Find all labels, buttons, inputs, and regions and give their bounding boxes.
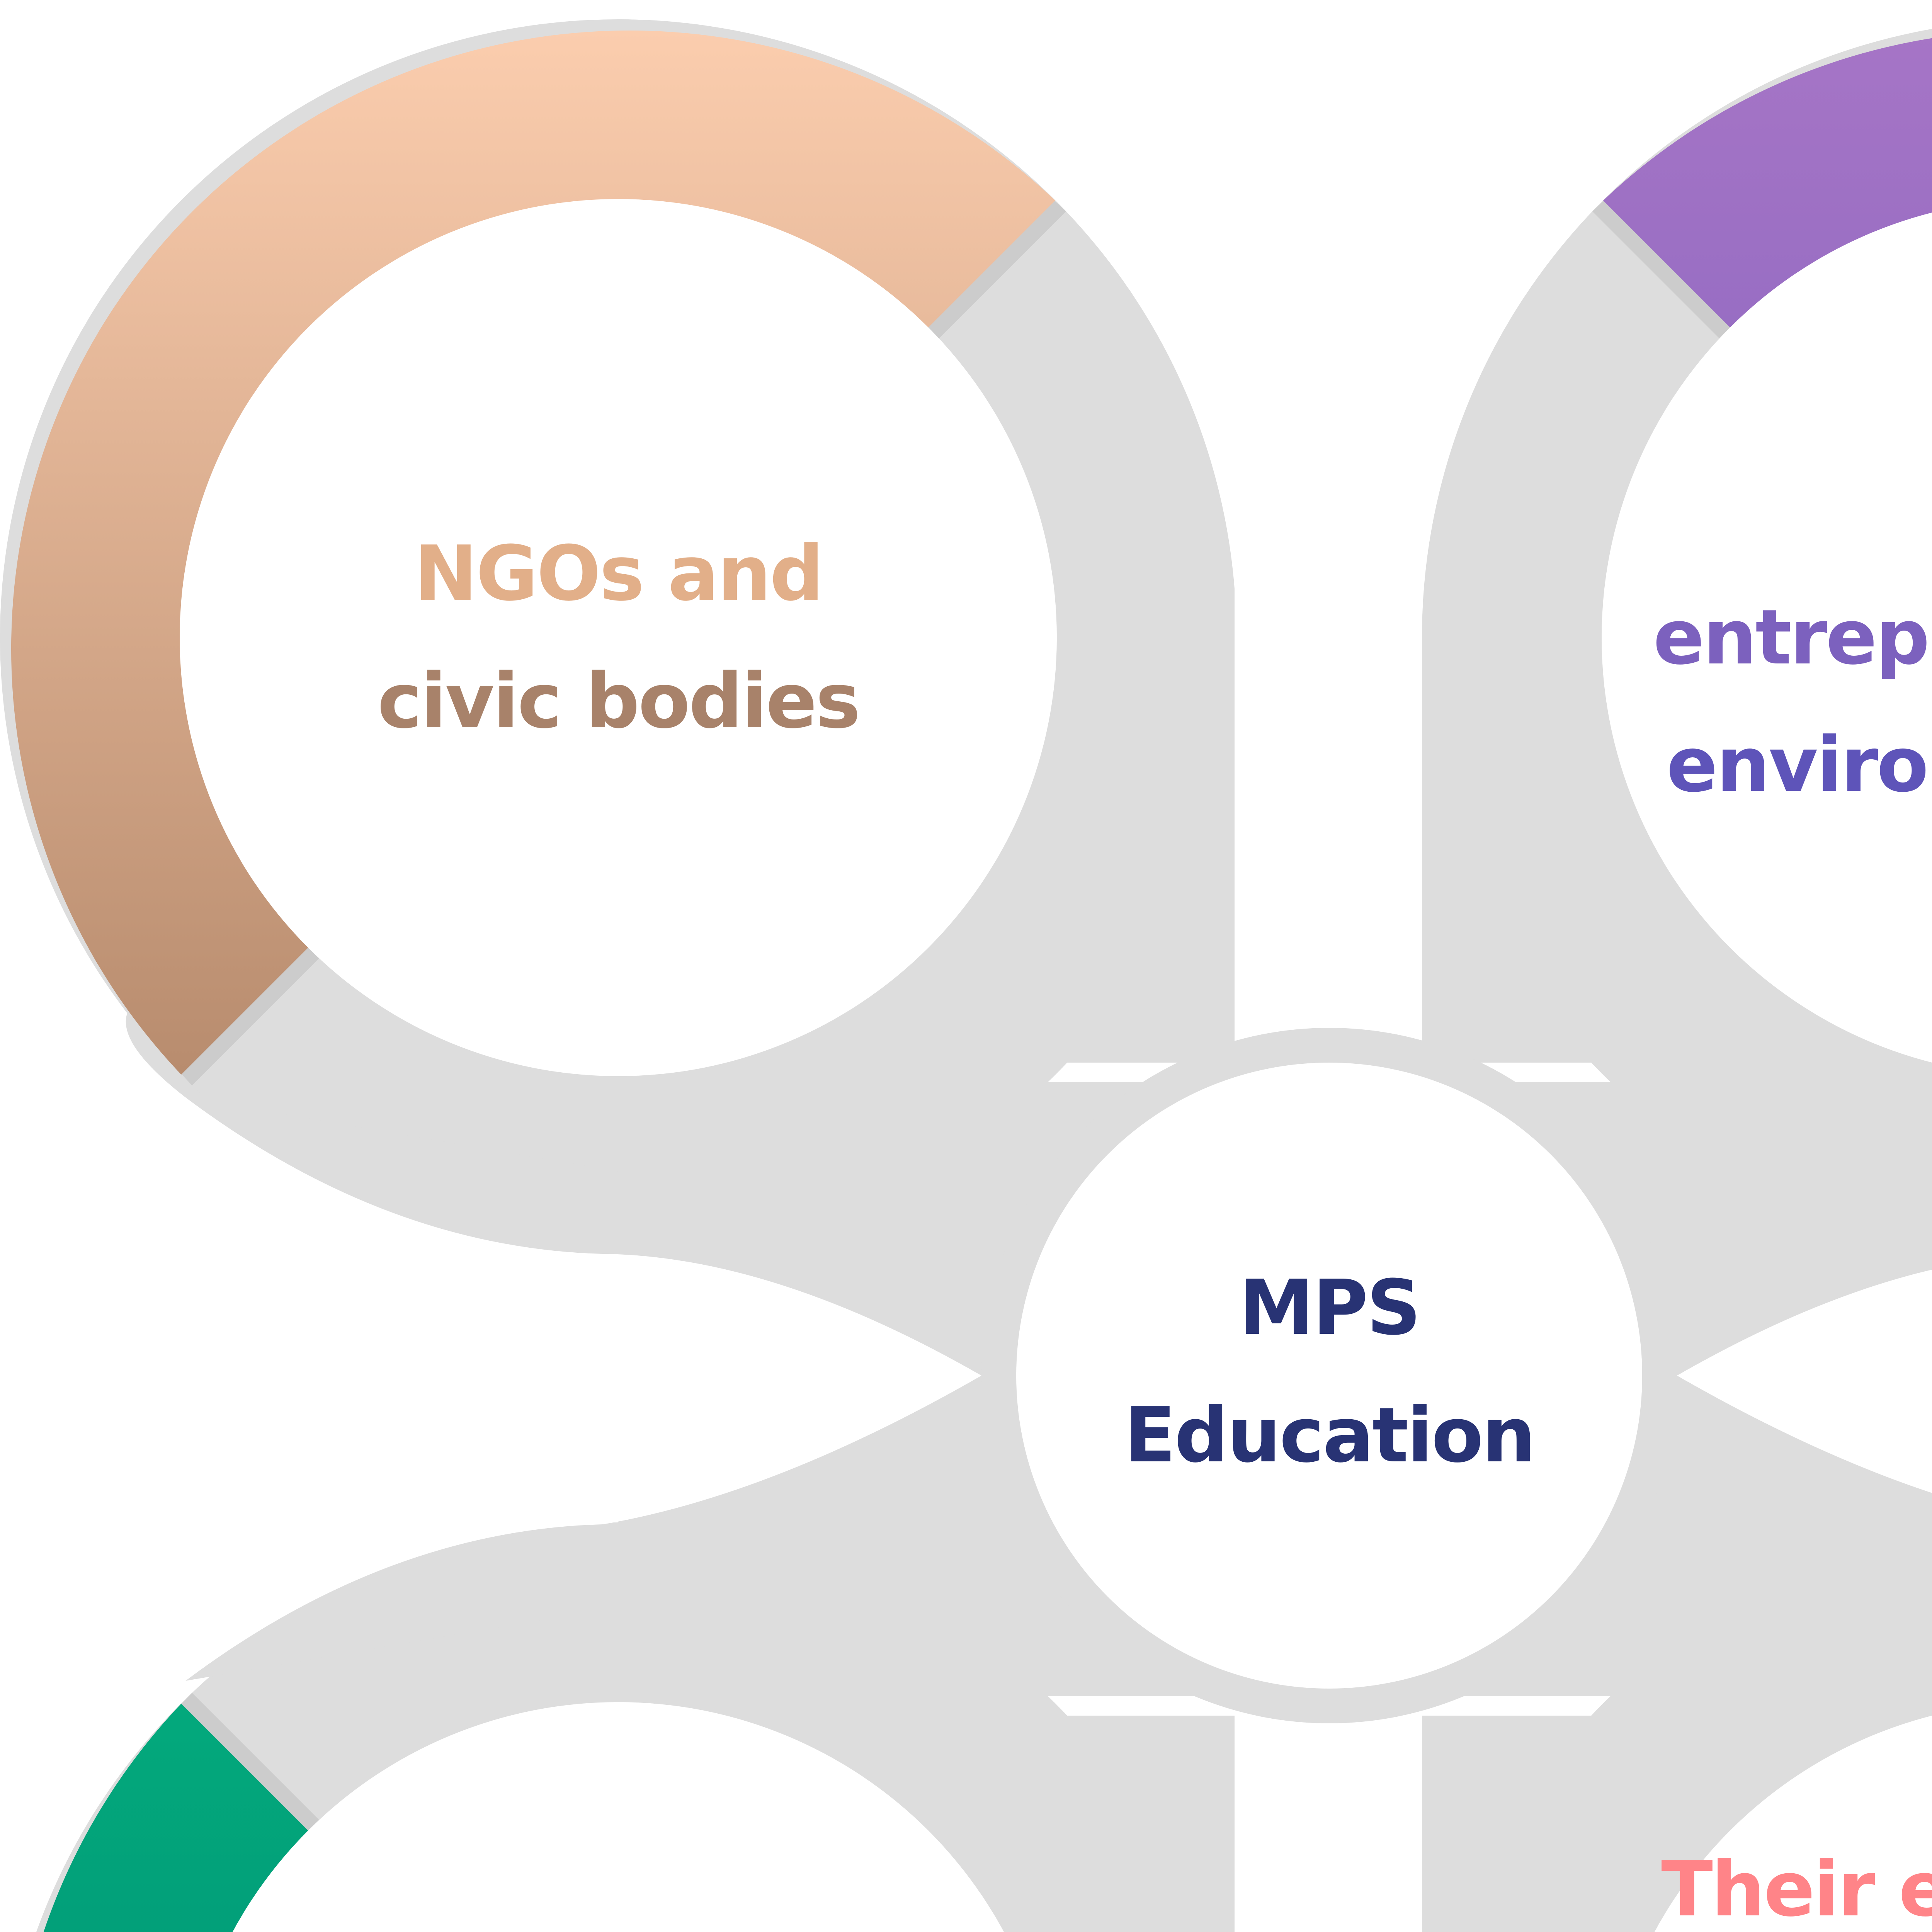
node-ngo-label: NGOs and civic bodies	[155, 406, 1082, 869]
node-local-line-2: entrepreneurs and	[1653, 594, 1932, 682]
parent-ring	[43, 1693, 1004, 1932]
node-their-line-1: Their efforts often	[1661, 1845, 1932, 1932]
node-ngo-line-2: civic bodies	[377, 657, 861, 745]
node-local-line-3: environmentalists	[1666, 721, 1932, 809]
ngo-ring	[11, 30, 1066, 1086]
their-ring	[1655, 1716, 1932, 1932]
center-hub	[1016, 1063, 1642, 1689]
node-local-label: Local entrepreneurs and environmentalist…	[1577, 348, 1932, 927]
node-ngo-line-1: NGOs and	[414, 530, 824, 618]
center-line-1: MPS	[1239, 1264, 1421, 1352]
node-their-label: Their efforts often lead to tangible soc…	[1577, 1797, 1932, 1932]
center-line-2: Education	[1124, 1391, 1536, 1480]
center-hub-label: MPS Education	[1020, 1159, 1638, 1584]
local-ring	[1592, 38, 1932, 1063]
